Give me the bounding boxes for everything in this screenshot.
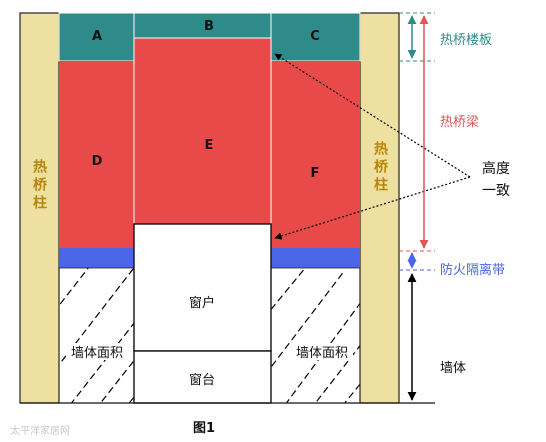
right-column	[359, 12, 400, 404]
region-c	[270, 12, 361, 62]
region-d-label: D	[92, 154, 103, 169]
region-b	[133, 12, 272, 39]
region-e	[133, 37, 272, 225]
region-b-label: B	[204, 19, 214, 34]
left-wall-area-label: 墙体面积	[71, 346, 123, 361]
sill-label: 窗台	[189, 372, 215, 388]
fire-belt-label: 防火隔离带	[440, 262, 505, 278]
window-label: 窗户	[189, 295, 215, 311]
beam-label: 热桥梁	[440, 115, 479, 130]
region-f-label: F	[311, 166, 320, 181]
same-height-line2: 一致	[482, 183, 510, 199]
right-column-label: 热桥柱	[372, 140, 388, 195]
region-d	[59, 61, 134, 248]
region-c-label: C	[310, 29, 320, 44]
slab-label: 热桥楼板	[440, 33, 492, 48]
window-sill	[133, 350, 272, 404]
region-f	[271, 61, 360, 248]
fire-belt-right	[271, 248, 360, 268]
left-column-label: 热桥柱	[31, 158, 47, 213]
region-e-label: E	[205, 138, 214, 153]
region-a-label: A	[92, 29, 102, 44]
wall-label: 墙体	[440, 361, 466, 376]
height-arrow-top	[274, 53, 471, 178]
figure-caption: 图1	[193, 421, 215, 436]
fire-belt-left	[59, 248, 134, 268]
region-a	[58, 12, 135, 62]
same-height-line1: 高度	[482, 160, 510, 177]
right-wall-area-label: 墙体面积	[296, 346, 348, 361]
window	[133, 223, 272, 352]
watermark: 太平洋家居网	[10, 424, 70, 437]
left-column	[19, 12, 60, 404]
